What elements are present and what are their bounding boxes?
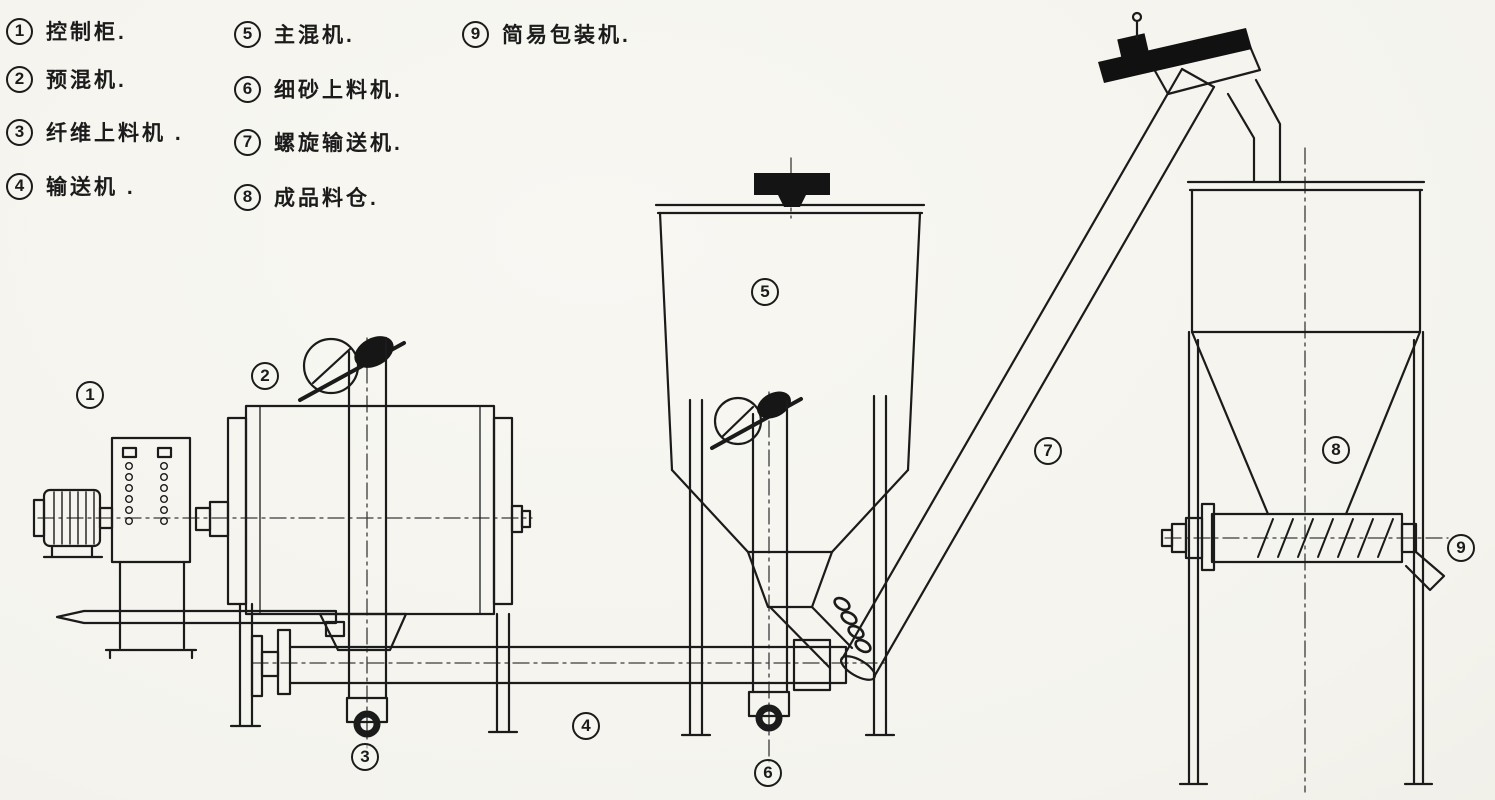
- callout-num: 4: [581, 716, 591, 735]
- legend-num-circle: 7: [234, 128, 261, 156]
- callout-num: 5: [760, 282, 770, 301]
- legend-num-circle: 2: [6, 65, 33, 93]
- pre-mixer-drawing: [226, 404, 532, 734]
- legend-label: 螺旋输送机.: [274, 132, 403, 155]
- legend-num-circle: 4: [6, 172, 33, 200]
- callout-num: 9: [1456, 538, 1466, 557]
- fine-sand-feeder-drawing: [710, 391, 803, 732]
- legend-num-circle: 8: [234, 183, 261, 211]
- callout-num: 3: [360, 747, 370, 766]
- callout-num: 8: [1331, 440, 1341, 459]
- legend-label: 控制柜.: [46, 21, 127, 44]
- legend-label: 纤维上料机 .: [46, 122, 184, 145]
- legend-num-circle: 6: [234, 75, 261, 103]
- fiber-feeder-drawing: [298, 336, 406, 738]
- legend-item-packing-machine: 9 简易包装机.: [462, 19, 631, 49]
- callout-9-packing-machine: 9: [1447, 534, 1475, 562]
- legend-item-product-silo: 8 成品料仓.: [234, 182, 379, 212]
- callout-2-pre-mixer: 2: [251, 362, 279, 390]
- legend-label: 主混机.: [274, 24, 355, 47]
- legend-item-pre-mixer: 2 预混机.: [6, 64, 127, 94]
- legend-num-circle: 1: [6, 17, 33, 45]
- legend-item-fine-sand-feeder: 6 细砂上料机.: [234, 74, 403, 104]
- product-silo-drawing: [1178, 180, 1434, 786]
- callout-6-fine-sand-feeder: 6: [754, 759, 782, 787]
- legend-num-circle: 5: [234, 20, 261, 48]
- legend-num-circle: 3: [6, 118, 33, 146]
- callout-num: 6: [763, 763, 773, 782]
- screw-conveyor-drawing: [768, 11, 1282, 681]
- legend-label: 成品料仓.: [274, 187, 379, 210]
- centerlines-group: [37, 147, 1449, 793]
- legend-label: 输送机 .: [46, 176, 136, 199]
- legend-label: 预混机.: [46, 69, 127, 92]
- callout-5-main-mixer: 5: [751, 278, 779, 306]
- callout-8-product-silo: 8: [1322, 436, 1350, 464]
- legend-item-main-mixer: 5 主混机.: [234, 19, 355, 49]
- callout-num: 2: [260, 366, 270, 385]
- callout-num: 1: [85, 385, 95, 404]
- callout-7-screw-conveyor: 7: [1034, 437, 1062, 465]
- legend-label: 简易包装机.: [502, 24, 631, 47]
- legend-item-fiber-feeder: 3 纤维上料机 .: [6, 117, 184, 147]
- callout-4-conveyor: 4: [572, 712, 600, 740]
- legend-item-screw-conveyor: 7 螺旋输送机.: [234, 127, 403, 157]
- main-mixer-drawing: [654, 173, 926, 737]
- packing-machine-drawing: [1160, 502, 1446, 592]
- callout-3-fiber-feeder: 3: [351, 743, 379, 771]
- control-cabinet-drawing: [32, 436, 338, 660]
- callout-num: 7: [1043, 441, 1053, 460]
- callout-1-control-cabinet: 1: [76, 381, 104, 409]
- legend-label: 细砂上料机.: [274, 79, 403, 102]
- legend-item-conveyor: 4 输送机 .: [6, 171, 136, 201]
- legend-item-control-cabinet: 1 控制柜.: [6, 16, 127, 46]
- legend-num-circle: 9: [462, 20, 489, 48]
